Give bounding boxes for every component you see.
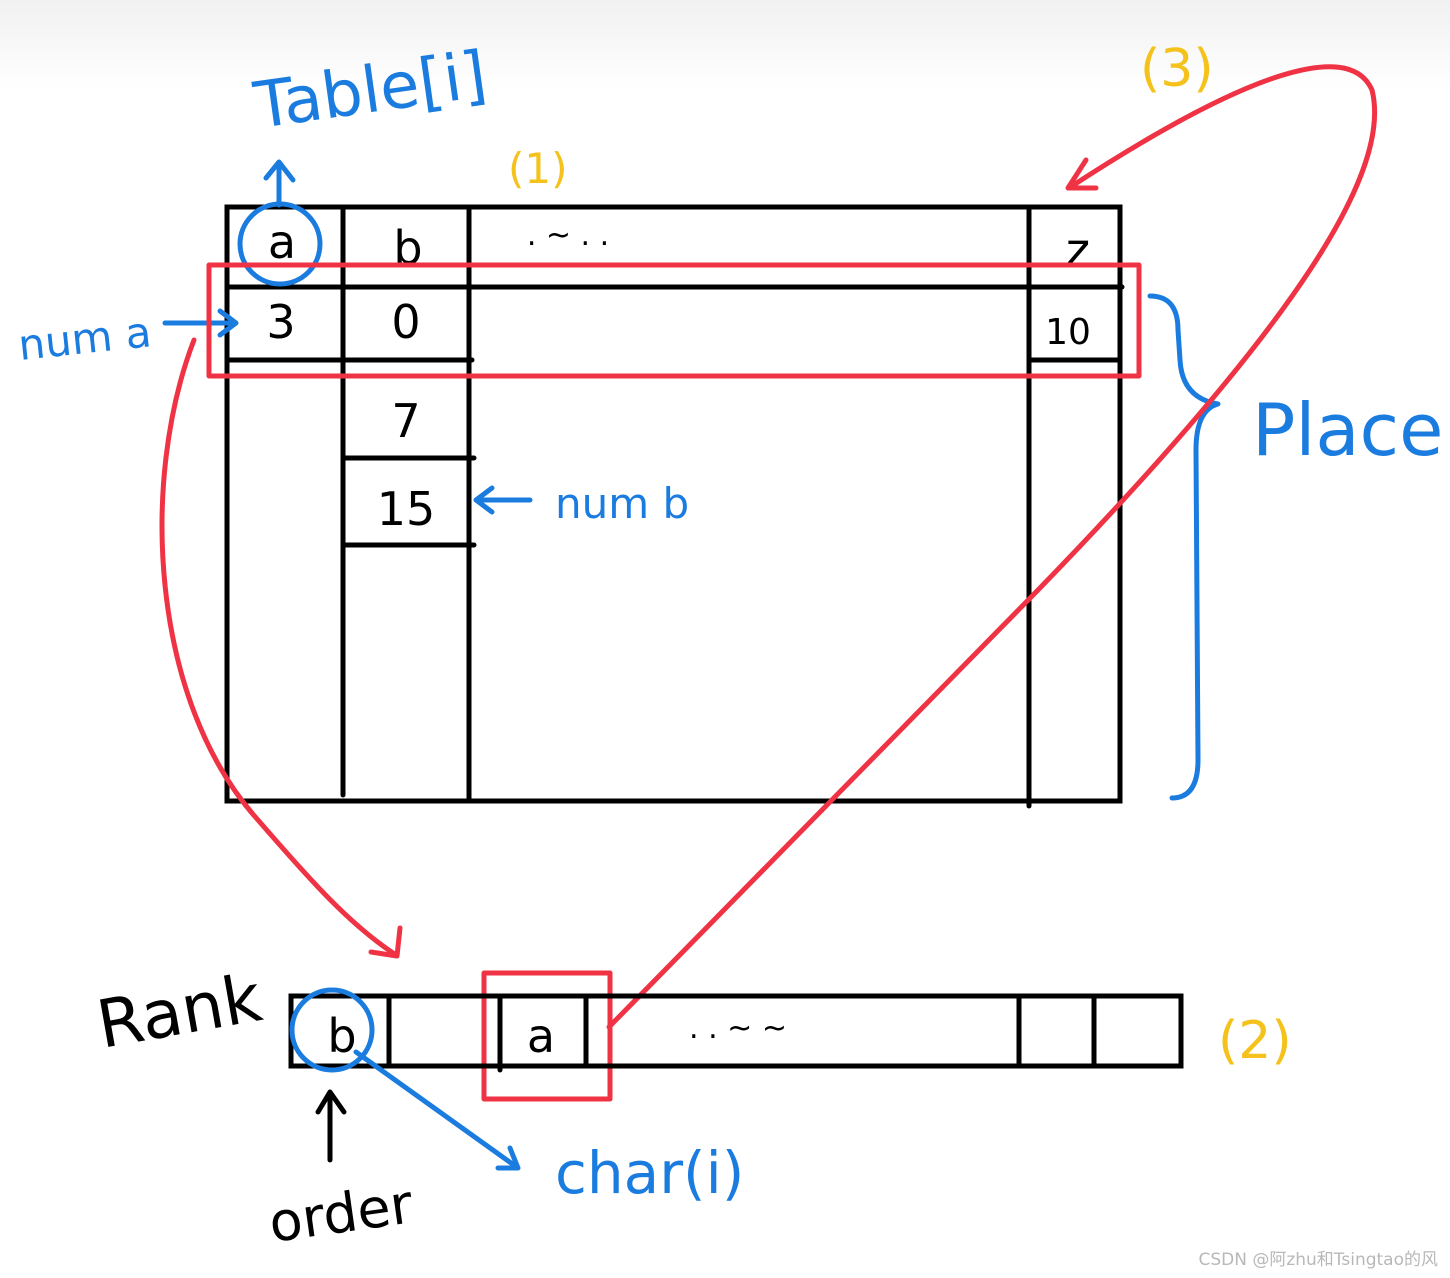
arrow-rank-a-to-table-z [606,64,1378,1030]
cell-b-count: 0 [391,295,420,349]
table-i-up-arrow [263,159,296,208]
char-i-arrow [353,1049,521,1171]
cell-b-place-1: 7 [391,394,420,448]
rank-cell-a: a [527,1009,555,1063]
rank-array [288,993,1184,1073]
cell-z-count: 10 [1045,312,1091,353]
label-num-a: num a [16,307,154,370]
step-label-2: (2) [1218,1011,1292,1071]
rank-dots: . . ~ ~ [689,1011,787,1046]
arrow-num-a-to-rank-head [368,925,403,959]
table-header-a: a [268,215,296,269]
step-label-1: (1) [508,144,568,193]
label-rank: Rank [91,959,268,1064]
label-order: order [265,1172,417,1255]
step-label-3: (3) [1140,39,1214,99]
label-char-i: char(i) [555,1139,744,1207]
label-num-b: num b [555,479,689,528]
table-header-z: z [1066,223,1090,277]
arrow-num-a-to-rank [159,337,399,958]
num-b-arrow [473,485,533,515]
rank-a-highlight-box [481,970,613,1102]
cell-b-place-2: 15 [377,482,436,536]
cell-a-count: 3 [266,295,295,349]
arrow-rank-a-to-table-z-head [1065,157,1099,191]
label-table-i: Table[i] [249,38,491,144]
order-up-arrow [315,1089,347,1163]
circle-b-highlight [289,987,375,1073]
num-a-arrow [162,308,239,338]
label-place: Place [1252,388,1443,472]
place-brace [1147,293,1221,801]
rank-cell-b: b [327,1009,356,1063]
watermark: CSDN @阿zhu和Tsingtao的风 [1198,1250,1438,1270]
row-highlight-box [206,262,1142,379]
table-header-dots: . ~ . . [527,218,609,253]
